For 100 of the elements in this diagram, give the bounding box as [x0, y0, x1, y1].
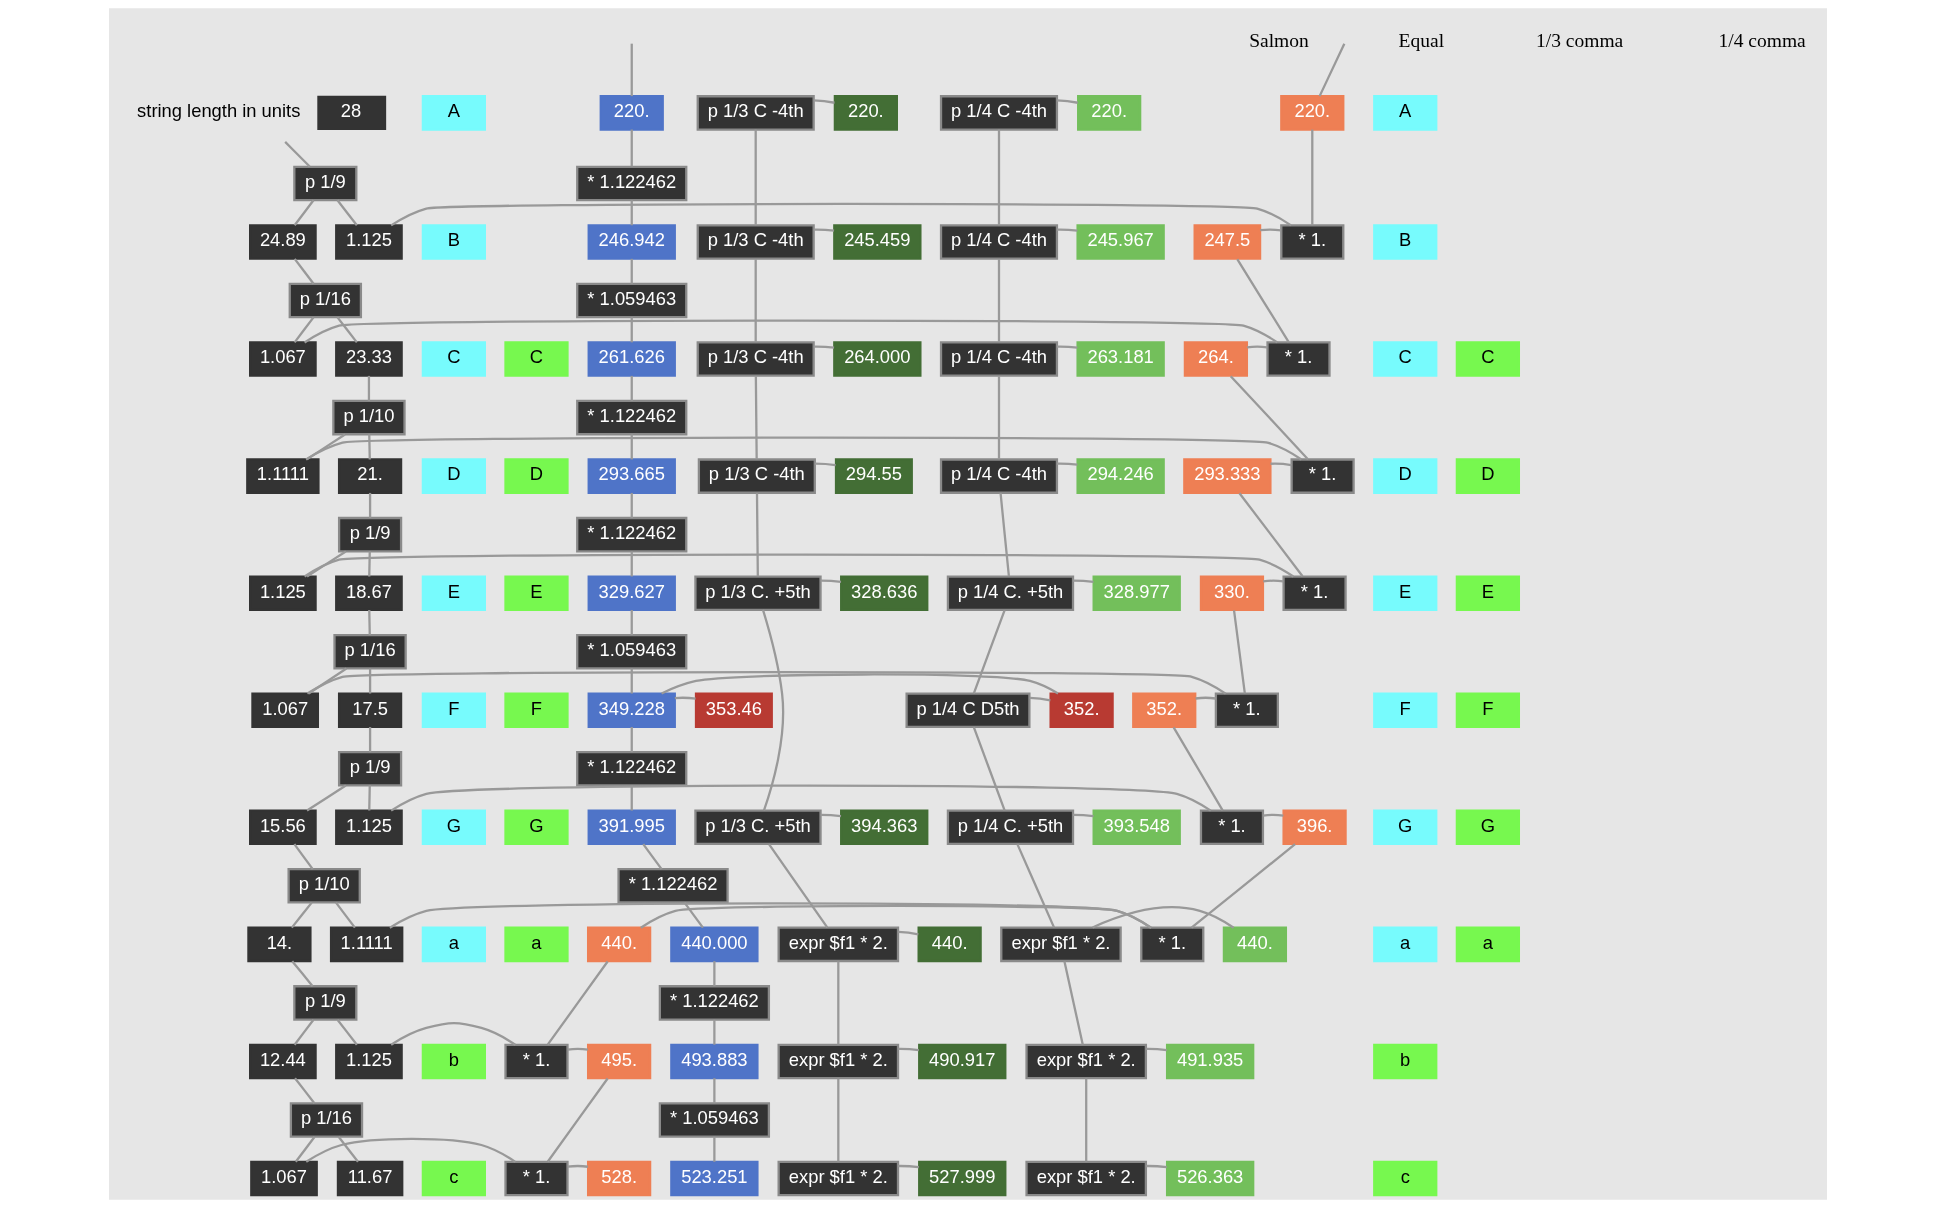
label: 1/4 comma: [1718, 30, 1806, 52]
node-box: c: [421, 1160, 486, 1197]
node-box: * 1.: [1282, 575, 1347, 611]
connector: [1247, 345, 1268, 349]
node-box: p 1/4 C -4th: [939, 95, 1059, 131]
connector: [336, 1019, 358, 1046]
node-box: p 1/9: [337, 751, 403, 787]
node-box: 440.000: [670, 926, 759, 963]
connector: [1263, 813, 1284, 817]
connector: [1229, 375, 1309, 460]
node-box: A: [1373, 95, 1438, 131]
node-box: 491.935: [1165, 1043, 1255, 1080]
connector: [754, 129, 757, 226]
node-box: 329.627: [587, 575, 676, 611]
node-box: E: [504, 575, 569, 611]
node-box: 394.363: [840, 809, 929, 846]
node-box: 220.: [1077, 95, 1142, 131]
connector: [293, 1019, 315, 1046]
node-box: p 1/16: [288, 282, 363, 319]
node-box: 220.: [833, 95, 898, 131]
node-box: E: [1455, 575, 1520, 611]
node-box: * 1.122462: [576, 399, 688, 436]
connector: [293, 316, 315, 344]
node-box: G: [1373, 809, 1438, 846]
node-box: 1.125: [249, 575, 317, 611]
node-box: expr $f1 * 2.: [1000, 926, 1122, 963]
node-box: 1.067: [249, 341, 317, 377]
connector: [336, 316, 358, 344]
connector: [1238, 492, 1304, 577]
connector: [1236, 258, 1290, 343]
connector: [389, 902, 1152, 929]
node-box: * 1.: [504, 1043, 569, 1080]
connector: [305, 436, 1302, 461]
node-box: p 1/3 C -4th: [696, 224, 815, 260]
node-box: p 1/4 C -4th: [939, 224, 1059, 260]
node-box: 396.: [1282, 809, 1347, 846]
connector: [1263, 579, 1284, 583]
connector: [294, 1136, 316, 1163]
connector: [761, 609, 785, 811]
node-box: * 1.: [1290, 458, 1355, 494]
connector: [1029, 696, 1051, 702]
node-label: string length in units: [137, 100, 301, 122]
node-box: B: [1373, 224, 1438, 260]
connector: [898, 930, 919, 936]
node-box: 349.228: [587, 692, 676, 729]
connector: [368, 609, 371, 635]
node-box: C: [1373, 341, 1438, 377]
node-box: p 1/3 C. +5th: [694, 575, 822, 611]
connector: [368, 492, 372, 518]
node-box: p 1/4 C. +5th: [946, 575, 1075, 611]
node-box: E: [421, 575, 486, 611]
node-box: * 1.122462: [576, 165, 688, 202]
connector: [335, 901, 356, 929]
node-box: expr $f1 * 2.: [777, 1043, 900, 1080]
node-box: a: [504, 926, 569, 963]
connector: [813, 99, 835, 104]
connector: [546, 1077, 609, 1163]
connector: [898, 1047, 919, 1052]
node-box: 391.995: [587, 809, 676, 846]
node-box: b: [1373, 1043, 1438, 1080]
connector: [1056, 462, 1078, 466]
node-box: F: [504, 692, 569, 729]
connector: [291, 960, 314, 987]
connector: [630, 375, 633, 401]
node-box: 393.548: [1092, 809, 1181, 846]
connector: [630, 492, 633, 518]
node-box: 523.251: [670, 1160, 759, 1197]
connector: [390, 784, 1212, 812]
node-box: 23.33: [335, 341, 403, 377]
connector: [567, 1164, 588, 1168]
connector: [642, 843, 663, 870]
connector: [337, 1136, 359, 1163]
connector: [1073, 813, 1094, 818]
node-box: F: [1455, 692, 1520, 729]
node-box: 245.459: [833, 224, 922, 260]
node-box: G: [421, 809, 486, 846]
connector: [630, 43, 633, 97]
node-box: 328.977: [1092, 575, 1181, 611]
connector: [997, 259, 1001, 343]
connector: [1056, 228, 1078, 232]
connector: [368, 551, 371, 577]
node-box: D: [504, 458, 569, 494]
node-box: p 1/3 C. +5th: [694, 809, 822, 846]
connector: [630, 551, 633, 577]
node-box: * 1.059463: [658, 1102, 771, 1138]
node-box: p 1/16: [333, 633, 407, 670]
node-box: a: [1455, 926, 1520, 963]
node-box: 490.917: [918, 1043, 1007, 1080]
node-box: a: [421, 926, 486, 963]
node-box: 526.363: [1165, 1160, 1255, 1197]
node-box: p 1/10: [332, 399, 406, 436]
connector: [1195, 696, 1216, 700]
node-box: p 1/3 C -4th: [696, 341, 815, 377]
node-box: 220.: [599, 95, 664, 131]
node-box: 245.967: [1076, 224, 1165, 260]
node-box: a: [1373, 926, 1438, 963]
node-box: 220.: [1280, 95, 1345, 131]
node-box: * 1.122462: [576, 516, 688, 553]
connector: [630, 610, 633, 635]
connector: [308, 667, 348, 695]
